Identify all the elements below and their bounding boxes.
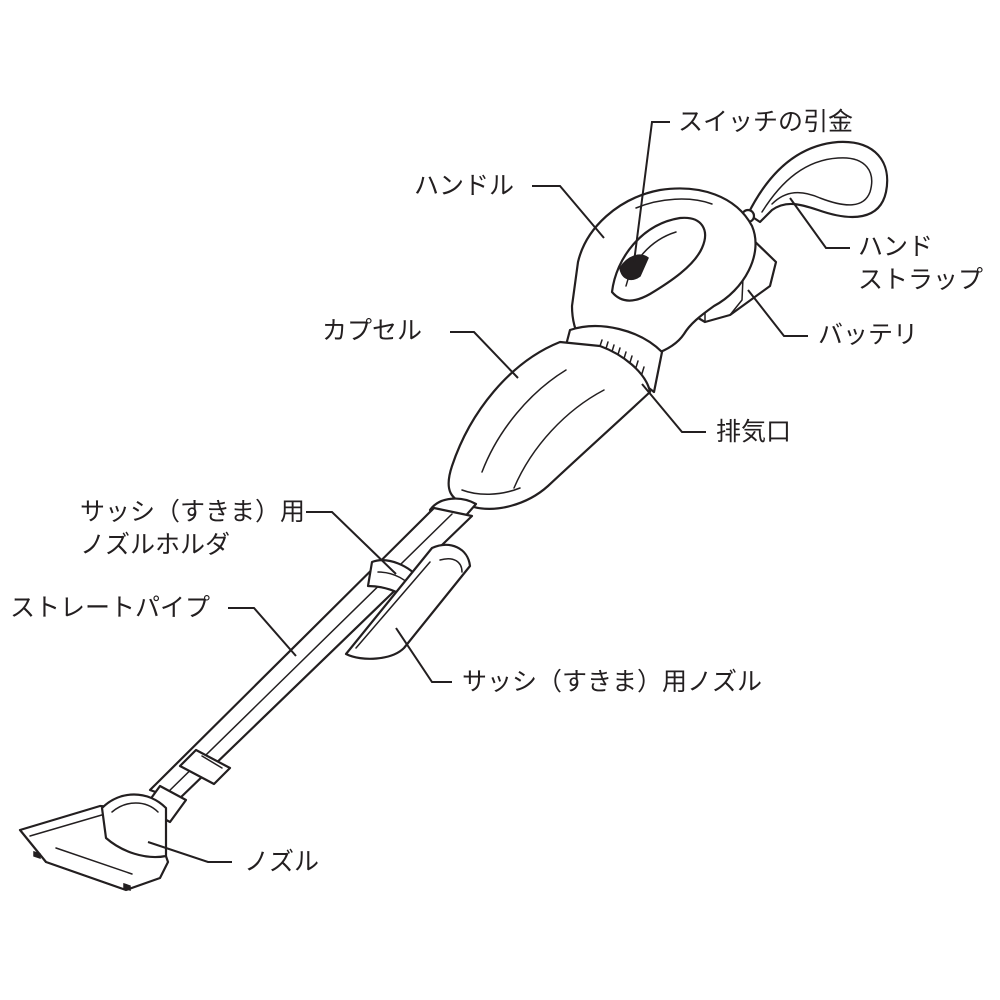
capsule-drawing [447, 340, 652, 510]
label-hand-strap-line1: ハンド [858, 232, 934, 261]
hand-strap-drawing [746, 140, 889, 224]
label-crevice-nozzle: サッシ（すきま）用ノズル [462, 667, 763, 696]
switch-trigger-drawing [619, 254, 649, 281]
leader-crevice-nozzle [395, 627, 452, 683]
label-crevice-holder-line2: ノズルホルダ [80, 530, 231, 559]
label-handle: ハンドル [414, 171, 515, 200]
leader-capsule [450, 331, 519, 379]
label-hand-strap-line2: ストラップ [858, 265, 984, 294]
crevice-nozzle-drawing [344, 543, 472, 660]
leader-straight-pipe [228, 607, 297, 657]
leader-nozzle [147, 841, 232, 863]
label-straight-pipe: ストレートパイプ [10, 593, 211, 622]
leader-battery [747, 289, 808, 337]
leader-crevice-holder [306, 511, 397, 575]
label-crevice-holder-line1: サッシ（すきま）用 [80, 497, 306, 526]
leader-switch-trigger [633, 121, 670, 263]
label-battery: バッテリ [818, 320, 919, 349]
label-capsule: カプセル [322, 316, 423, 345]
label-exhaust-port: 排気口 [716, 417, 792, 446]
label-nozzle: ノズル [244, 847, 320, 876]
leader-lines [147, 121, 850, 863]
leader-hand-strap [789, 197, 850, 249]
label-switch-trigger: スイッチの引金 [678, 107, 854, 136]
leader-exhaust-port [641, 383, 706, 433]
leader-handle [532, 185, 605, 239]
